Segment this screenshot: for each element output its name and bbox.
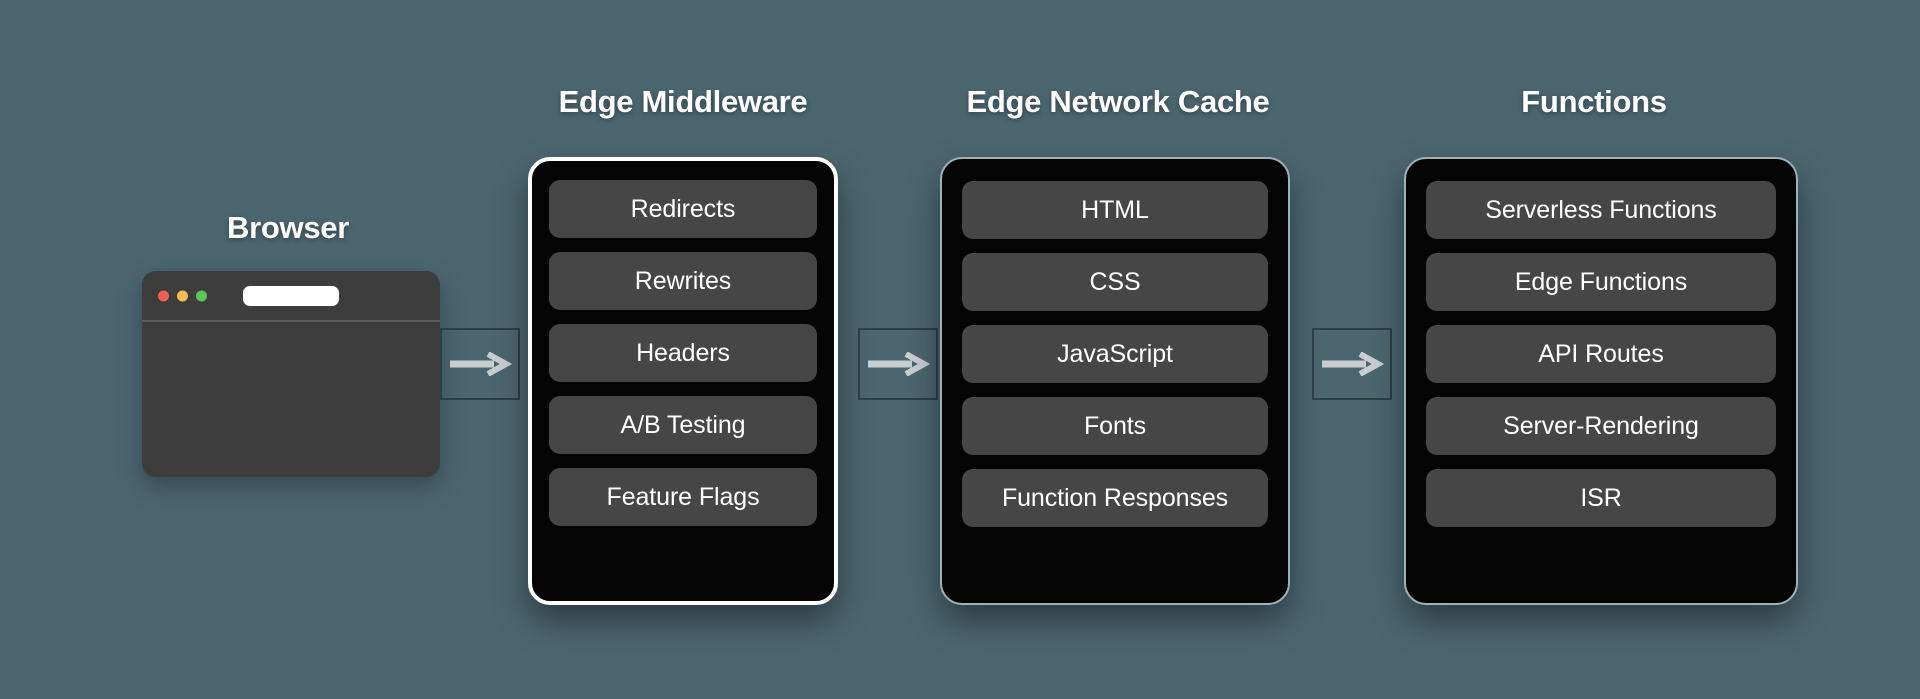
browser-viewport [142,322,440,477]
panel-functions: Serverless Functions Edge Functions API … [1404,157,1798,605]
panel-item[interactable]: Fonts [962,397,1268,455]
panel-edge-network-cache: HTML CSS JavaScript Fonts Function Respo… [940,157,1290,605]
arrow-cache-to-functions [1312,328,1392,400]
panel-item[interactable]: Redirects [549,180,817,238]
minimize-light-icon [177,290,188,301]
panel-item[interactable]: Rewrites [549,252,817,310]
arrow-right-icon [868,352,930,376]
browser-window [142,271,440,477]
panel-title-edge-middleware: Edge Middleware [558,84,808,119]
traffic-lights [158,290,207,301]
browser-chrome [142,271,440,322]
arrow-browser-to-middleware [440,328,520,400]
panel-edge-middleware: Redirects Rewrites Headers A/B Testing F… [528,157,838,605]
panel-item[interactable]: Feature Flags [549,468,817,526]
url-bar[interactable] [243,285,339,306]
panel-title-functions: Functions [1521,84,1667,119]
panel-item[interactable]: CSS [962,253,1268,311]
panel-item[interactable]: Function Responses [962,469,1268,527]
panel-item[interactable]: Edge Functions [1426,253,1776,311]
panel-item[interactable]: Serverless Functions [1426,181,1776,239]
panel-item[interactable]: ISR [1426,469,1776,527]
panel-title-edge-network-cache: Edge Network Cache [966,84,1270,119]
panel-item[interactable]: JavaScript [962,325,1268,383]
panel-item[interactable]: HTML [962,181,1268,239]
arrow-right-icon [450,352,512,376]
panel-item[interactable]: API Routes [1426,325,1776,383]
panel-item[interactable]: Headers [549,324,817,382]
maximize-light-icon [196,290,207,301]
close-light-icon [158,290,169,301]
panel-item[interactable]: A/B Testing [549,396,817,454]
arrow-right-icon [1322,352,1384,376]
panel-item[interactable]: Server-Rendering [1426,397,1776,455]
browser-title: Browser [227,210,349,245]
arrow-middleware-to-cache [858,328,938,400]
